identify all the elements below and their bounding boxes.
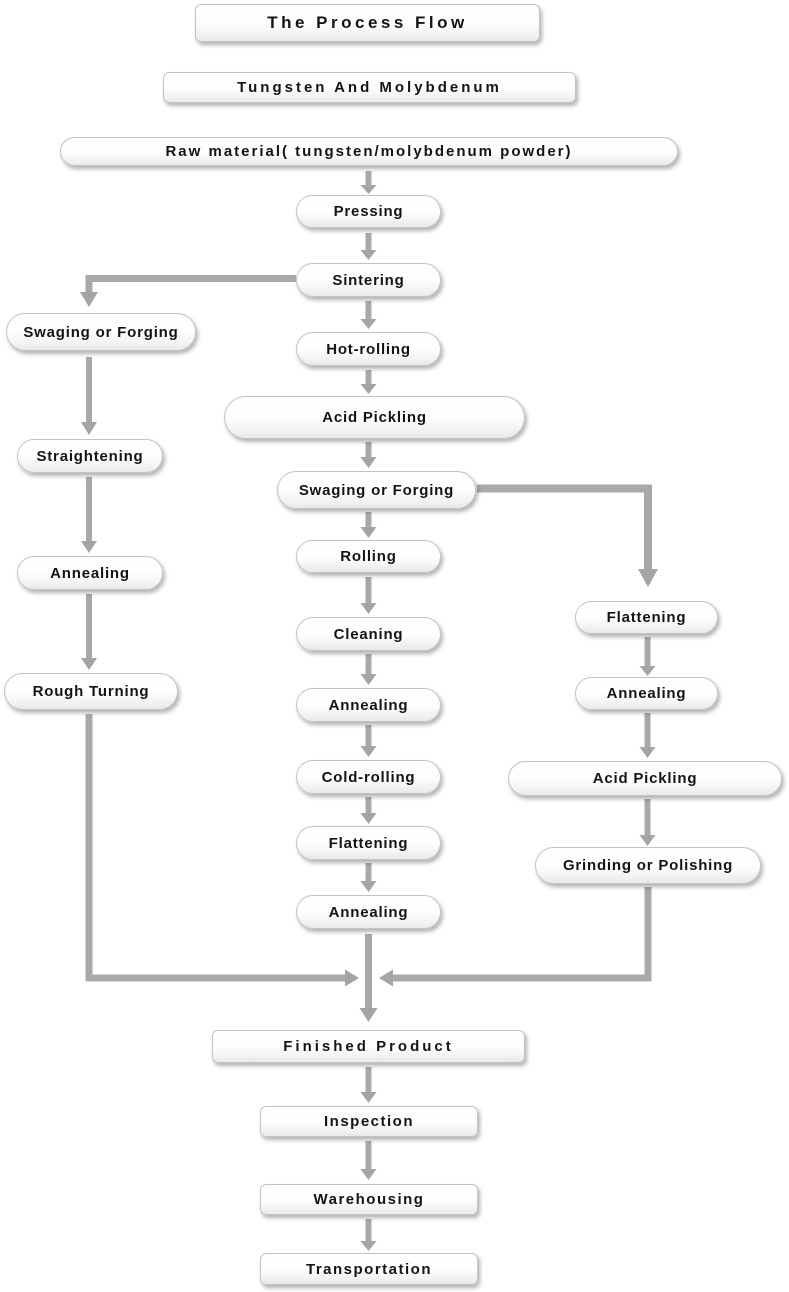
node-annealing-left: Annealing: [17, 556, 163, 590]
node-flattening-right: Flattening: [575, 601, 718, 634]
arrow-hot-rolling-to-acid-pickling: [360, 370, 377, 394]
node-annealing-mid2: Annealing: [296, 895, 441, 929]
connector-swaging-to-flattening-right: [477, 484, 658, 587]
node-raw-material: Raw material( tungsten/molybdenum powder…: [60, 137, 678, 166]
arrow-pressing-to-sintering: [360, 233, 377, 260]
node-cold-rolling: Cold-rolling: [296, 760, 441, 794]
node-inspection: Inspection: [260, 1106, 478, 1137]
arrow-annealing-to-cold-rolling: [360, 725, 377, 757]
arrow-acid-pickling-right-to-grinding: [639, 799, 656, 846]
connector-grinding-to-convergence: [379, 887, 652, 987]
node-rolling: Rolling: [296, 540, 441, 573]
node-transportation: Transportation: [260, 1253, 478, 1285]
node-flattening-mid: Flattening: [296, 826, 441, 860]
arrow-swaging-to-rolling: [360, 512, 377, 538]
node-swaging-left: Swaging or Forging: [6, 313, 196, 351]
node-sintering: Sintering: [296, 263, 441, 297]
page-subtitle: Tungsten And Molybdenum: [163, 72, 576, 103]
node-hot-rolling: Hot-rolling: [296, 332, 441, 366]
arrow-flattening-to-annealing2: [360, 863, 377, 892]
node-acid-pickling-mid: Acid Pickling: [224, 396, 525, 439]
node-annealing-right: Annealing: [575, 677, 718, 710]
arrow-warehousing-to-transportation: [360, 1219, 377, 1251]
arrow-rolling-to-cleaning: [360, 577, 377, 614]
connector-rough-turning-to-convergence: [85, 714, 359, 987]
node-straightening: Straightening: [17, 439, 163, 473]
arrow-annealing-right-to-acid-pickling-right: [639, 713, 656, 758]
arrow-straightening-to-annealing-left: [81, 477, 97, 553]
node-grinding-polishing: Grinding or Polishing: [535, 847, 761, 884]
arrow-swaging-left-to-straightening: [81, 357, 97, 435]
page-title: The Process Flow: [195, 4, 540, 42]
arrow-raw-to-pressing: [360, 171, 377, 194]
node-swaging-mid: Swaging or Forging: [277, 471, 476, 509]
node-finished-product: Finished Product: [212, 1030, 525, 1063]
arrow-annealing2-to-finished-product: [359, 934, 378, 1022]
arrow-cold-rolling-to-flattening: [360, 797, 377, 824]
arrow-finished-to-inspection: [360, 1067, 377, 1103]
connector-sintering-to-swaging-left: [80, 275, 296, 307]
arrow-cleaning-to-annealing: [360, 654, 377, 685]
node-annealing-mid1: Annealing: [296, 688, 441, 722]
arrow-sintering-to-hot-rolling: [360, 301, 377, 329]
arrow-annealing-left-to-rough-turning: [81, 594, 97, 670]
node-rough-turning: Rough Turning: [4, 673, 178, 710]
node-warehousing: Warehousing: [260, 1184, 478, 1215]
node-pressing: Pressing: [296, 195, 441, 228]
arrow-inspection-to-warehousing: [360, 1141, 377, 1180]
arrow-acid-pickling-to-swaging: [360, 442, 377, 468]
node-acid-pickling-right: Acid Pickling: [508, 761, 782, 796]
node-cleaning: Cleaning: [296, 617, 441, 651]
arrow-flattening-right-to-annealing-right: [639, 637, 656, 676]
